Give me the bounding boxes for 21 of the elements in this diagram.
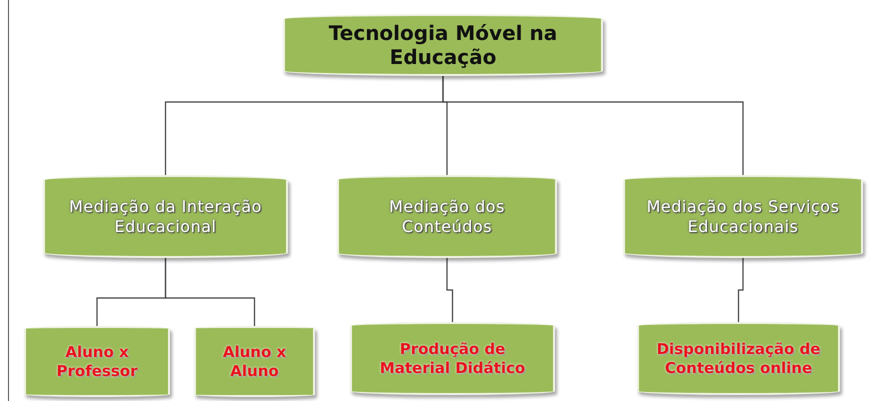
connector-line bbox=[164, 258, 256, 326]
rounded-node bbox=[194, 326, 315, 397]
node-label: Produção de Material Didático bbox=[378, 340, 526, 378]
rounded-node bbox=[637, 322, 840, 395]
node-label: Mediação dos Conteúdos bbox=[388, 196, 506, 236]
node-label: Tecnologia Móvel na Educação bbox=[328, 21, 558, 69]
rounded-node bbox=[283, 14, 603, 76]
connector-line bbox=[442, 76, 744, 175]
connector-line bbox=[738, 258, 744, 322]
node-label: Aluno x Aluno bbox=[222, 342, 288, 380]
connector-line bbox=[96, 258, 166, 326]
node-label: Disponibilização de Conteúdos online bbox=[656, 340, 822, 378]
rounded-node bbox=[623, 175, 863, 258]
node-label: Mediação dos Serviços Educacionais bbox=[646, 196, 840, 236]
rounded-node bbox=[350, 322, 555, 395]
node-label: Mediação da Interação Educacional bbox=[68, 196, 263, 236]
rounded-node bbox=[24, 326, 170, 397]
rounded-node bbox=[43, 175, 288, 258]
connector-line bbox=[446, 258, 454, 322]
rounded-node bbox=[337, 175, 557, 258]
node-label: Aluno x Professor bbox=[56, 342, 138, 380]
